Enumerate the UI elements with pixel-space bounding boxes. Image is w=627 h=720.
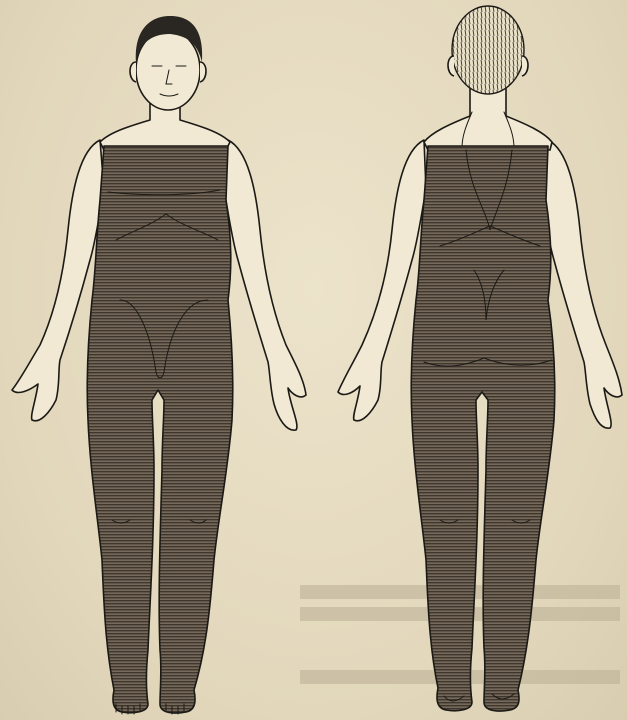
back-shaded-area <box>411 146 555 711</box>
back-left-ear <box>448 56 454 76</box>
front-right-arm <box>224 140 306 430</box>
front-right-ear <box>200 62 206 82</box>
front-shaded-area <box>87 146 233 713</box>
front-left-ear <box>130 62 136 82</box>
back-head-hair <box>452 6 524 94</box>
posterior-view <box>338 6 622 711</box>
back-right-ear <box>522 56 528 76</box>
anterior-view <box>12 16 306 714</box>
